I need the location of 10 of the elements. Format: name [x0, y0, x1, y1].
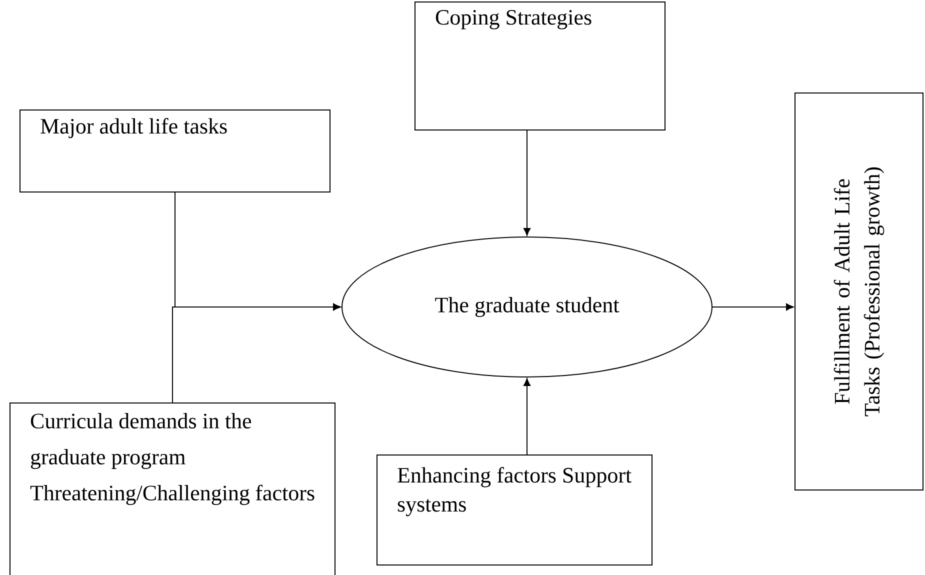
text-box: Major adult life tasks [20, 110, 330, 192]
text-box: Enhancing factors Support systems [376, 454, 653, 566]
ellipse-node: The graduate student [342, 236, 712, 378]
arrow [523, 378, 531, 456]
text-box: Coping Strategies [414, 2, 666, 130]
text-box: Fulfillment of Adult Life Tasks (Professional growth) [794, 92, 924, 490]
arrow [172, 303, 341, 404]
arrow [712, 303, 794, 311]
text-box: Curricula demands in the graduate program Threatening/Challenging factors [10, 402, 336, 575]
arrow [523, 130, 531, 236]
